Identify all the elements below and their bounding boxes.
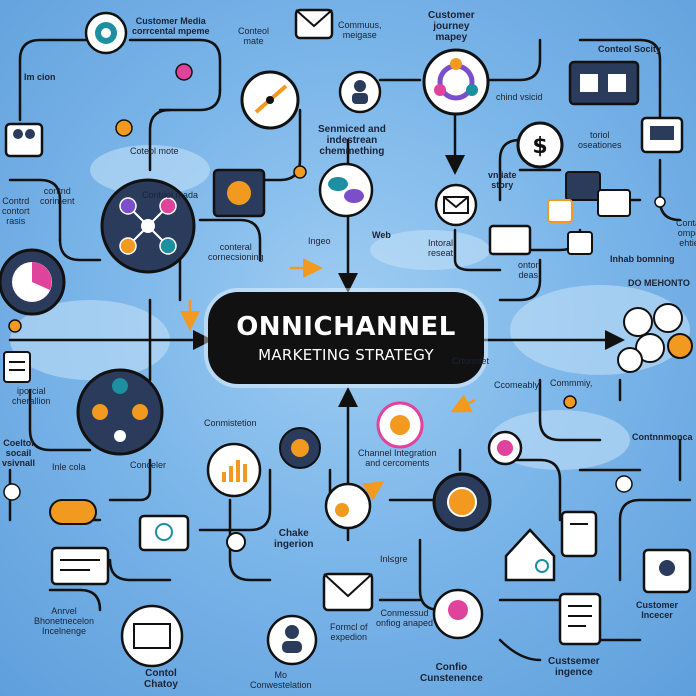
- label-ingeo: Ingeo: [308, 236, 331, 246]
- label-inle-cola: Inle cola: [52, 462, 86, 472]
- node-person[interactable]: [338, 70, 382, 114]
- box-screen-bottom[interactable]: [120, 604, 184, 668]
- node-speech-bubbles[interactable]: [318, 162, 374, 218]
- hub-title: ONNICHANNEL: [236, 312, 456, 342]
- box-puzzle[interactable]: [212, 168, 266, 218]
- node-chart-bubble[interactable]: [206, 442, 262, 498]
- label-coeltoi-socail: Coeltoi socail vsivnall: [2, 438, 36, 468]
- label-conmistetion: Conmistetion: [204, 418, 257, 428]
- label-commmiy: Commmiy,: [550, 378, 593, 388]
- label-conceler: Conceler: [130, 460, 167, 470]
- box-social-left[interactable]: [4, 122, 44, 158]
- label-contnnmonca: Contnnmonca: [632, 432, 693, 442]
- label-anrvel: Anrvel Bhonetnecelon Incelnenge: [34, 606, 95, 636]
- node-bottom-cycle[interactable]: [432, 472, 492, 532]
- node-journey-cycle[interactable]: [422, 48, 490, 116]
- label-im-cion: Im cion: [24, 72, 56, 82]
- box-icon-grid-right[interactable]: [547, 171, 631, 255]
- label-web: Web: [372, 230, 391, 240]
- label-senmiced: Senmiced and indestrean chemmething: [318, 124, 386, 157]
- node-compass[interactable]: [240, 70, 300, 130]
- accent-dots: [3, 63, 666, 552]
- box-envelope-top[interactable]: [294, 8, 334, 40]
- box-gamepad[interactable]: [49, 499, 97, 525]
- node-social-hub[interactable]: [100, 178, 196, 274]
- label-do-mehonto: DO MEHONTO: [628, 278, 690, 288]
- node-right-cluster[interactable]: [617, 303, 693, 373]
- box-doc-left[interactable]: [3, 351, 31, 383]
- label-channel-integration: Channel Integration and cercoments: [358, 448, 437, 468]
- box-house[interactable]: [504, 528, 556, 582]
- box-mid-globe[interactable]: [279, 427, 321, 469]
- box-network-globe[interactable]: [376, 401, 424, 449]
- svg-text:$: $: [532, 134, 547, 159]
- label-conteol-socity: Conteol Socity: [598, 44, 662, 54]
- label-inlngre: Inl≤gre: [380, 554, 408, 564]
- node-email[interactable]: [434, 183, 478, 227]
- box-monitor-left[interactable]: [138, 514, 190, 552]
- box-control-right[interactable]: [568, 60, 640, 106]
- label-conteol-mate: Conteol mate: [238, 26, 270, 46]
- node-tools-hub[interactable]: [76, 368, 164, 456]
- box-monitor-mid[interactable]: [488, 224, 532, 256]
- node-growth-arrow[interactable]: [324, 482, 372, 530]
- node-customer-media[interactable]: [84, 11, 128, 55]
- node-confio[interactable]: [432, 588, 484, 640]
- label-intoral-reseat: Intoral reseat: [428, 238, 454, 258]
- box-document-bottom[interactable]: [558, 592, 602, 646]
- label-customer-incecer: Customer Incecer: [636, 600, 679, 620]
- box-customer-right[interactable]: [642, 548, 692, 594]
- node-target[interactable]: [487, 430, 523, 466]
- box-mail-bottom[interactable]: [322, 572, 374, 612]
- label-toriol-oseationes: toriol oseationes: [578, 130, 622, 150]
- label-customer-media: Customer Media corrcental mpeme: [132, 16, 210, 36]
- label-chind-vsicid: chind vsicid: [496, 92, 543, 102]
- label-ccomeably: Ccomeably: [494, 380, 540, 390]
- box-laptop-right[interactable]: [640, 116, 684, 154]
- box-tablet[interactable]: [560, 510, 598, 558]
- label-coteol-mote: Coteol mote: [130, 146, 179, 156]
- node-dollar[interactable]: $: [516, 121, 564, 169]
- label-chake-ingerion: Chake ingerion: [274, 528, 314, 550]
- label-contrd-contort: Contrd contort rasis: [2, 196, 30, 226]
- label-contnd-coriment: contnd coriment: [40, 186, 75, 206]
- label-commuus: Commuus, meigase: [338, 20, 382, 40]
- label-contol-chatoy: Contol Chatoy: [144, 668, 178, 690]
- label-contdol-mada: Contdol mada: [142, 190, 199, 200]
- node-person-bottom[interactable]: [266, 614, 318, 666]
- label-inhab-bomning: Inhab bomning: [610, 254, 675, 264]
- label-customer-journey: Customer journey mapey: [428, 10, 475, 43]
- connector-lines: [8, 38, 692, 662]
- label-confio-cunstenence: Confio Cunstenence: [420, 662, 483, 684]
- label-ontor-deas: ontor deas: [518, 260, 539, 280]
- box-chat-left[interactable]: [50, 546, 110, 586]
- label-custsemer-ingence: Custsemer ingence: [548, 656, 600, 678]
- label-iporcial-cherallion: iporcial cherallion: [12, 386, 51, 406]
- label-mo-conwestelation: Mo Conwestelation: [250, 670, 312, 690]
- label-conteral-cornecsioning: conteral cornecsioning: [208, 242, 264, 262]
- central-hub[interactable]: ONNICHANNEL MARKETING STRATEGY: [208, 292, 484, 384]
- label-conmessud: Conmessud onfiog anaped: [376, 608, 434, 628]
- hub-subtitle: MARKETING STRATEGY: [258, 346, 434, 364]
- label-formcl-expedion: Formcl of expedion: [330, 622, 368, 642]
- label-crtunntet: Crtunntet: [452, 356, 490, 366]
- node-analytics-chart[interactable]: [0, 248, 66, 316]
- label-vnliate-story: vnliate story: [488, 170, 517, 190]
